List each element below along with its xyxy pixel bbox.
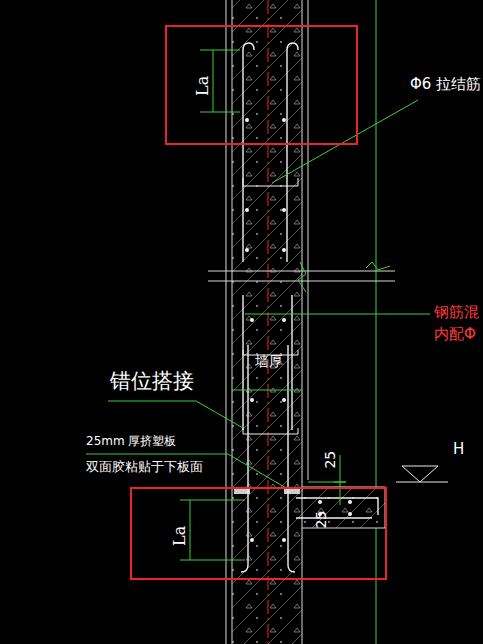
reference-line: [376, 0, 377, 487]
material-note: 钢筋混: [434, 304, 479, 321]
reference-line: [376, 528, 377, 644]
lap-callout: 错位搭接: [110, 370, 194, 393]
insulation-callout: 双面胶粘贴于下板面: [86, 460, 203, 474]
wall-outline: [226, 0, 308, 644]
level-symbol: [396, 466, 448, 482]
floor-slab: [302, 487, 385, 528]
anchorage-zone: La: [130, 487, 387, 580]
anchorage-zone: La: [165, 25, 358, 145]
anchorage-length: La: [171, 526, 189, 546]
break-line: [208, 262, 395, 292]
rebar-dots: [245, 118, 352, 542]
dimension-label: 墙厚: [255, 354, 283, 369]
leader-lines: [86, 100, 430, 488]
level-label: H: [453, 441, 464, 458]
dimension-lines: [180, 50, 346, 560]
insulation-callout: 25mm 厚挤塑板: [86, 435, 176, 448]
concrete-wall: [232, 0, 302, 644]
rebar-callout: Φ6 拉结筋: [410, 76, 481, 93]
dimension-label: 25: [314, 511, 329, 529]
material-note: 内配Φ: [434, 326, 476, 343]
center-line: [268, 0, 269, 644]
dimension-label: 25: [323, 451, 338, 469]
anchorage-length: La: [194, 76, 212, 96]
